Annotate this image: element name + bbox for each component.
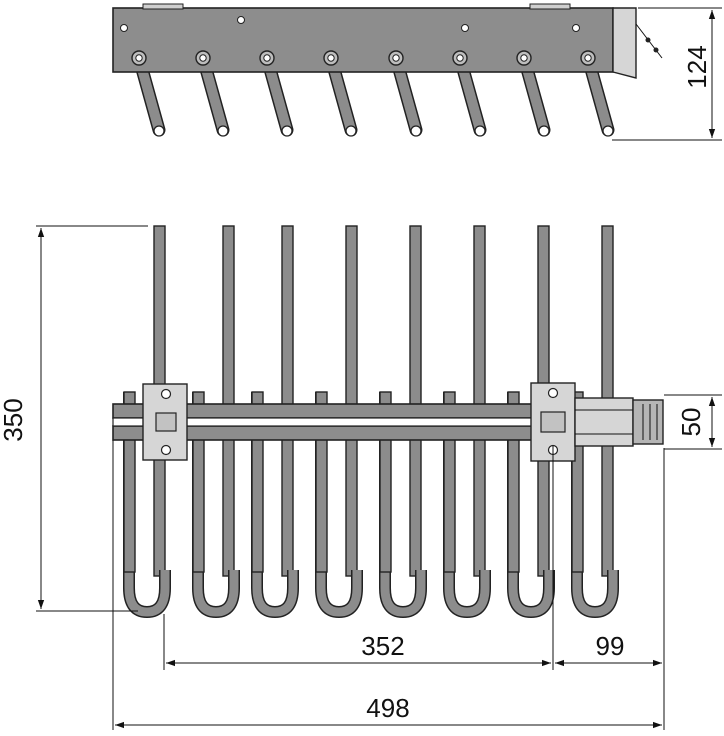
screw-hole xyxy=(120,24,128,32)
hanger-inner-leg xyxy=(315,391,328,573)
hanger-rod xyxy=(473,225,486,577)
hanger-inner-leg xyxy=(571,391,584,573)
hanger-loop xyxy=(380,392,426,617)
peg-tip xyxy=(217,125,229,137)
end-cap xyxy=(632,399,664,445)
peg-mount-holes xyxy=(131,50,596,66)
top-bar xyxy=(112,7,614,73)
peg-mount-center xyxy=(327,54,335,62)
end-bracket xyxy=(612,7,637,79)
peg-tip xyxy=(602,125,614,137)
hanger-rod xyxy=(281,225,294,577)
hanger-loop xyxy=(508,392,554,617)
peg-mount-center xyxy=(456,54,464,62)
hanger-rods xyxy=(123,225,619,619)
bracket-screw xyxy=(160,444,172,456)
handle-bead xyxy=(645,37,651,43)
handle-bead xyxy=(653,47,659,53)
hanger-loop xyxy=(444,392,490,617)
hanger-loop xyxy=(252,392,298,617)
dim-label-498: 498 xyxy=(366,693,409,723)
screw-hole xyxy=(237,16,245,24)
peg-mount-center xyxy=(199,54,207,62)
peg-mount-center xyxy=(263,54,271,62)
peg-tip xyxy=(410,125,422,137)
hanger-inner-leg xyxy=(123,391,136,573)
peg-tip xyxy=(153,125,165,137)
hanger-loop xyxy=(572,392,618,617)
bracket-screw xyxy=(160,388,172,400)
peg-mount-center xyxy=(135,54,143,62)
hanger-inner-leg xyxy=(443,391,456,573)
bracket-clip xyxy=(155,412,177,432)
hanger-loop xyxy=(316,392,362,617)
screw-hole xyxy=(461,24,469,32)
hanger-loop xyxy=(193,392,239,617)
hanger-rod xyxy=(409,225,422,577)
dim-label-352: 352 xyxy=(361,631,404,661)
hanger-inner-leg xyxy=(192,391,205,573)
screw-hole xyxy=(572,24,580,32)
hanger-loop xyxy=(124,392,170,617)
dim-label-350: 350 xyxy=(0,398,28,441)
top-clip-left xyxy=(142,3,184,10)
dim-label-124: 124 xyxy=(682,45,712,88)
slide-mechanism xyxy=(574,397,634,447)
hanger-rod xyxy=(222,225,235,577)
plan-view: 350 50 352 99 498 xyxy=(0,225,722,730)
elevation-view: 124 xyxy=(112,3,722,141)
peg-tip xyxy=(281,125,293,137)
top-clip-right xyxy=(529,3,571,10)
dim-label-99: 99 xyxy=(596,631,625,661)
peg-mount-center xyxy=(520,54,528,62)
hanger-inner-leg xyxy=(379,391,392,573)
hanger-rod xyxy=(345,225,358,577)
hanger-inner-leg xyxy=(507,391,520,573)
hanger-inner-leg xyxy=(251,391,264,573)
peg-tip xyxy=(345,125,357,137)
dim-label-50: 50 xyxy=(676,408,706,437)
bracket-clip xyxy=(540,411,566,433)
peg-mount-center xyxy=(584,54,592,62)
peg-tip xyxy=(474,125,486,137)
bracket-screw xyxy=(547,387,559,399)
peg-mount-center xyxy=(392,54,400,62)
peg-tip xyxy=(538,125,550,137)
